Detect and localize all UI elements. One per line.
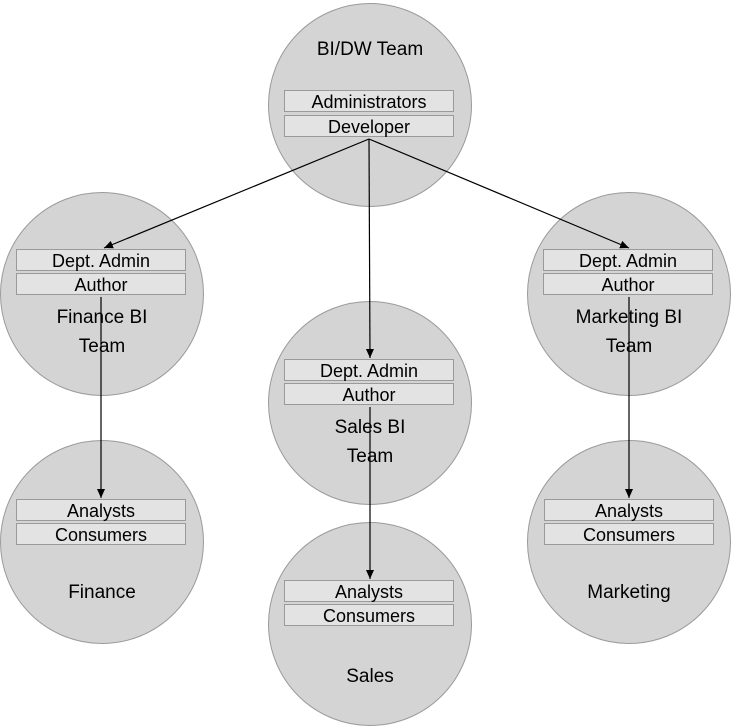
- sales-title: Sales: [346, 666, 394, 687]
- marketing-title: Marketing: [587, 582, 671, 603]
- sales-role-analysts: Analysts: [284, 580, 454, 602]
- finance-bi-title-line1: Finance BI: [56, 307, 148, 328]
- marketing-bi-role-dept-admin: Dept. Admin: [543, 249, 713, 271]
- arrow-bidw-to-sales-bi: [365, 138, 374, 359]
- finance-bi-role-dept-admin: Dept. Admin: [16, 249, 186, 271]
- bidw-role-developer: Developer: [284, 115, 454, 137]
- sales-bi-role-dept-admin: Dept. Admin: [284, 359, 454, 381]
- finance-bi-role-author: Author: [16, 273, 186, 295]
- arrow-bidw-to-finance-bi: [103, 138, 370, 249]
- finance-bi-title-line2: Team: [78, 336, 126, 357]
- marketing-role-consumers: Consumers: [544, 523, 714, 545]
- marketing-bi-role-author: Author: [543, 273, 713, 295]
- finance-role-consumers: Consumers: [16, 523, 186, 545]
- arrow-bidw-to-marketing-bi: [368, 138, 630, 249]
- sales-role-consumers: Consumers: [284, 604, 454, 626]
- bidw-team-title: BI/DW Team: [316, 39, 424, 60]
- finance-title: Finance: [68, 582, 136, 603]
- sales-bi-role-author: Author: [284, 383, 454, 405]
- bidw-role-administrators: Administrators: [284, 90, 454, 112]
- finance-role-analysts: Analysts: [16, 499, 186, 521]
- marketing-role-analysts: Analysts: [544, 499, 714, 521]
